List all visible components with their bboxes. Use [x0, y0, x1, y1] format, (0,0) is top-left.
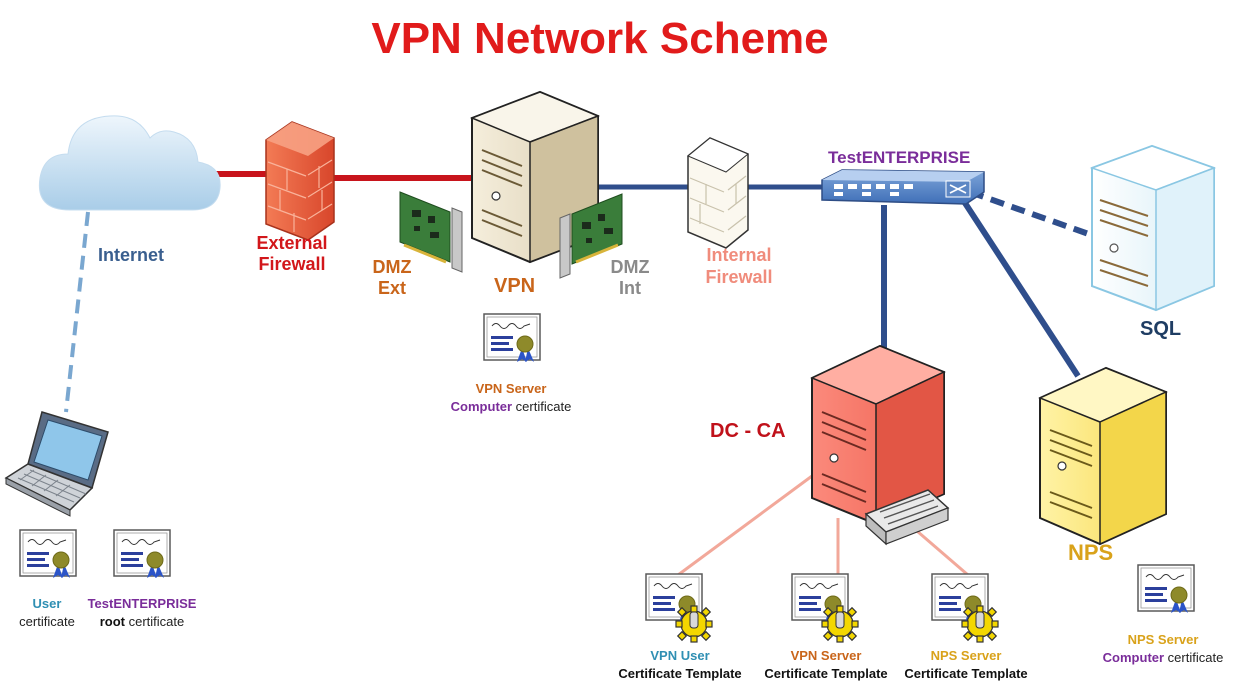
nps-label: NPS [1068, 540, 1114, 565]
dmz-int-network-card-icon [559, 193, 623, 279]
root-certificate-caption-suffix: certificate [125, 614, 185, 629]
dmz-int-label: DMZ Int [604, 257, 656, 299]
cloud-icon [38, 115, 221, 211]
link-ca-nps-template [909, 523, 969, 577]
link-switch-sql [968, 189, 1102, 241]
internal-firewall-brick-wall-icon [687, 137, 749, 249]
user-certificate-caption: User certificate [6, 595, 88, 631]
internet-label: Internet [98, 245, 165, 265]
vpn-server-template-caption-line1: VPN Server [790, 648, 862, 663]
vpn-server-template-caption: VPN Server Certificate Template [756, 647, 896, 683]
nps-server-certificate-icon [1137, 564, 1195, 614]
switch-label: TestENTERPRISE [828, 148, 971, 167]
dmz-ext-label-line1: DMZ [372, 257, 412, 277]
vpn-user-template-caption-line2: Certificate Template [618, 666, 742, 681]
printer-icon [864, 489, 950, 546]
vpn-server-certificate-caption-line1: VPN Server [475, 381, 547, 396]
vpn-server-certificate-caption-computer: Computer [450, 399, 513, 414]
network-links [64, 171, 1102, 577]
vpn-server-certificate-caption: VPN Server Computer certificate [436, 380, 586, 416]
link-ca-vpn-user-template [677, 474, 813, 577]
sql-server-tower-icon [1089, 144, 1217, 312]
nps-server-certificate-caption-computer: Computer [1102, 650, 1165, 665]
nps-server-tower-icon [1038, 366, 1168, 546]
vpn-server-template-caption-line2: Certificate Template [764, 666, 888, 681]
vpn-user-template-caption: VPN User Certificate Template [610, 647, 750, 683]
user-certificate-caption-line1: User [32, 596, 62, 611]
sql-label: SQL [1140, 318, 1182, 340]
nps-server-template-caption: NPS Server Certificate Template [896, 647, 1036, 683]
nps-server-certificate-template-icon [931, 573, 999, 643]
dc-ca-server-tower-icon [810, 344, 946, 526]
vpn-label: VPN [494, 275, 536, 297]
nps-server-template-caption-line1: NPS Server [930, 648, 1002, 663]
nps-server-certificate-caption-line1: NPS Server [1127, 632, 1199, 647]
dc-ca-label: DC - CA [710, 420, 786, 442]
vpn-server-certificate-template-icon [791, 573, 859, 643]
dmz-ext-label-line2: Ext [377, 278, 406, 298]
nps-server-template-caption-line2: Certificate Template [904, 666, 1028, 681]
page-title: VPN Network Scheme [371, 14, 829, 63]
user-certificate-caption-line2: certificate [19, 614, 75, 629]
internal-firewall-label-line2: Firewall [705, 267, 773, 287]
user-certificate-icon [19, 529, 77, 579]
vpn-server-certificate-icon [483, 313, 541, 363]
dmz-ext-label: DMZ Ext [368, 257, 416, 299]
root-certificate-caption: TestENTERPRISE root certificate [84, 595, 200, 631]
dmz-ext-network-card-icon [399, 191, 463, 273]
external-firewall-brick-wall-icon [265, 121, 335, 241]
internal-firewall-label: Internal Firewall [694, 244, 784, 288]
network-switch-icon [821, 169, 985, 205]
root-certificate-icon [113, 529, 171, 579]
nps-server-certificate-caption-suffix: certificate [1164, 650, 1224, 665]
laptop-icon [4, 411, 109, 517]
link-internet-laptop [64, 211, 90, 413]
vpn-user-certificate-template-icon [645, 573, 713, 643]
vpn-user-template-caption-line1: VPN User [650, 648, 710, 663]
dmz-int-label-line2: Int [619, 278, 641, 298]
root-certificate-caption-line1: TestENTERPRISE [87, 596, 197, 611]
internal-firewall-label-line1: Internal [706, 245, 772, 265]
nps-server-certificate-caption: NPS Server Computer certificate [1090, 631, 1236, 667]
external-firewall-label-line2: Firewall [258, 254, 326, 274]
external-firewall-label-line1: External [256, 233, 328, 253]
external-firewall-label: External Firewall [246, 233, 338, 275]
vpn-server-certificate-caption-suffix: certificate [512, 399, 572, 414]
root-certificate-caption-root: root [99, 614, 126, 629]
dmz-int-label-line1: DMZ [610, 257, 650, 277]
link-switch-nps [962, 201, 1081, 378]
